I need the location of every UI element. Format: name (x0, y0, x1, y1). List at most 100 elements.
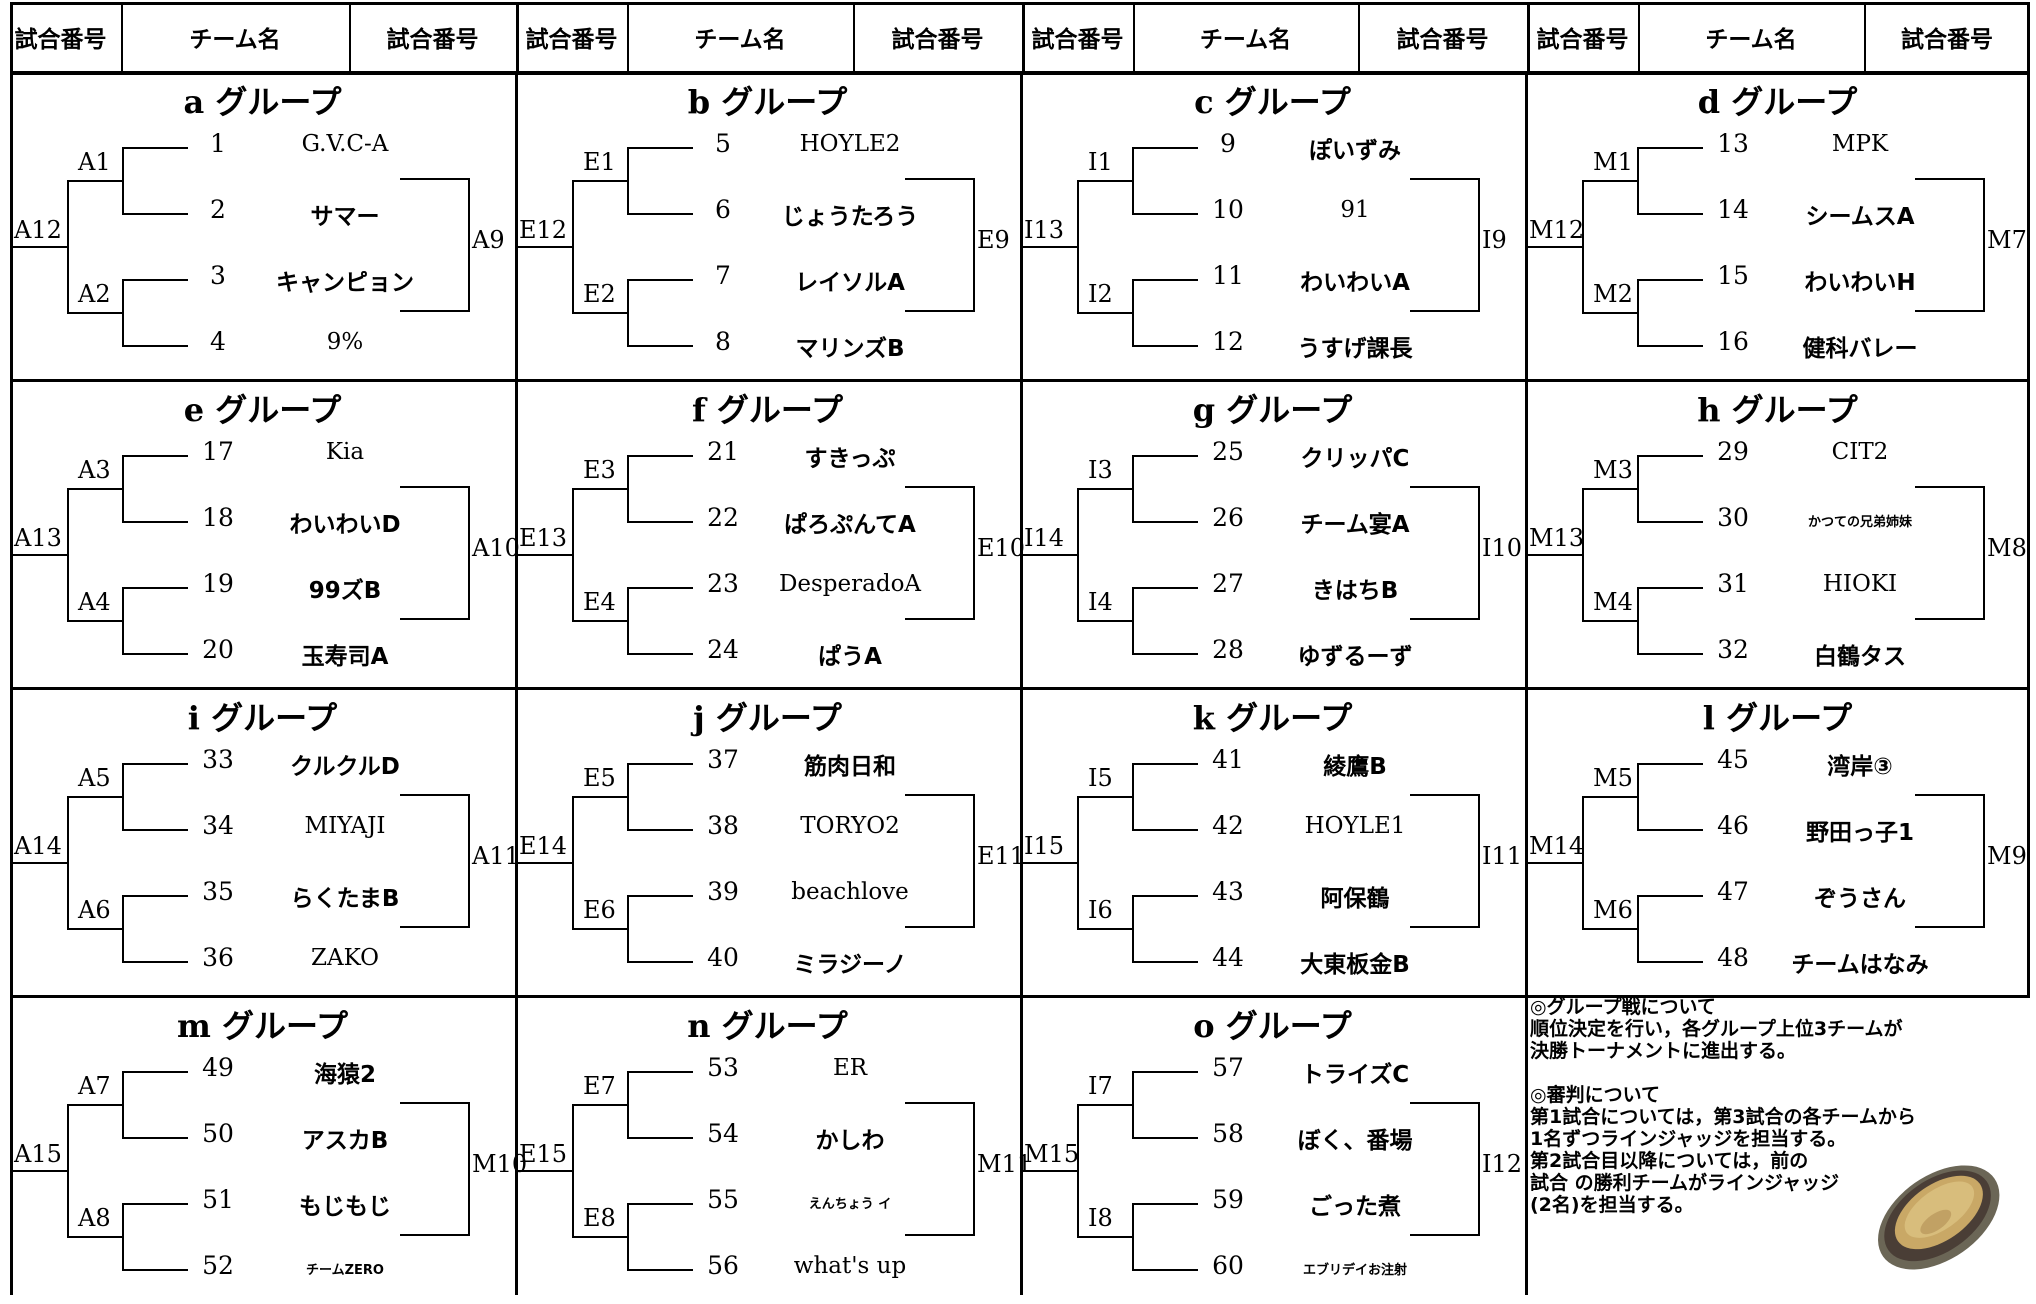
group-block: n グループE7E8E15M1153ER54かしわ55えんちょう イ56what… (515, 997, 1020, 1304)
team-name: チームはなみ (1755, 945, 1965, 979)
notes-line: 第1試合については，第3試合の各チームから (1530, 1106, 2030, 1128)
bracket-line (1132, 345, 1198, 347)
header-cell: 試合番号 (1527, 4, 1638, 70)
team-seed: 6 (693, 195, 753, 224)
match-number: A10 (472, 534, 520, 562)
bracket-line (1582, 796, 1639, 798)
team-name: クリッパC (1250, 439, 1460, 473)
group-title: e グループ (10, 385, 515, 431)
match-number: A3 (78, 456, 111, 484)
group-title: h グループ (1525, 385, 2030, 431)
bracket-line (1077, 1104, 1134, 1106)
group-block: k グループI5I6I15I1141綾鷹B42HOYLE143阿保鶴44大東板金… (1020, 689, 1525, 996)
match-number: I12 (1482, 1150, 1522, 1178)
bracket-line (1132, 455, 1198, 457)
match-number: A1 (78, 148, 111, 176)
team-seed: 43 (1198, 877, 1258, 906)
team-name: わいわいD (240, 505, 450, 539)
match-number: I13 (1024, 216, 1064, 244)
match-number: M13 (1529, 524, 1584, 552)
bracket-line (122, 521, 188, 523)
bracket-line (122, 763, 188, 765)
group-block: f グループE3E4E13E1021すきっぷ22ぱろぷんてA23Desperad… (515, 381, 1020, 688)
team-name: ぱろぷんてA (745, 505, 955, 539)
group-block: h グループM3M4M13M829CIT230かつての兄弟姉妹31HIOKI32… (1525, 381, 2030, 688)
bracket-line (1478, 178, 1480, 312)
bracket-line (67, 1104, 124, 1106)
group-block: a グループA1A2A12A91G.V.C-A2サマー3キャンピョン49% (10, 73, 515, 380)
team-seed: 37 (693, 745, 753, 774)
group-block: j グループE5E6E14E1137筋肉日和38TORYO239beachlov… (515, 689, 1020, 996)
team-name: マリンズB (745, 329, 955, 363)
team-seed: 41 (1198, 745, 1258, 774)
bracket-line (1077, 928, 1134, 930)
header-cell: 試合番号 (516, 4, 627, 70)
team-seed: 21 (693, 437, 753, 466)
header-divider (349, 2, 351, 73)
header-divider (627, 2, 629, 73)
match-number: I4 (1088, 588, 1113, 616)
bracket-line (122, 587, 188, 589)
bracket-line (627, 895, 693, 897)
header-divider (1527, 2, 1530, 73)
bracket-line (973, 1102, 975, 1236)
team-seed: 16 (1703, 327, 1763, 356)
bracket-line (1410, 794, 1480, 796)
bracket-line (627, 521, 693, 523)
team-seed: 5 (693, 129, 753, 158)
bracket-line (1132, 1137, 1198, 1139)
team-seed: 20 (188, 635, 248, 664)
match-number: M4 (1593, 588, 1633, 616)
team-seed: 15 (1703, 261, 1763, 290)
team-name: 玉寿司A (240, 637, 450, 671)
team-name: 91 (1250, 197, 1460, 223)
header-cell: 試合番号 (1022, 4, 1133, 70)
team-seed: 2 (188, 195, 248, 224)
bracket-line (1020, 554, 1079, 556)
bracket-line (905, 1234, 975, 1236)
match-number: E15 (519, 1140, 567, 1168)
match-number: M7 (1987, 226, 2027, 254)
match-number: E8 (583, 1204, 616, 1232)
header-cell: チーム名 (1133, 4, 1358, 70)
bracket-line (905, 618, 975, 620)
bracket-line (1582, 488, 1639, 490)
team-name: エブリデイお注射 (1250, 1259, 1460, 1278)
bracket-line (122, 1071, 188, 1073)
team-name: HIOKI (1755, 571, 1965, 597)
bracket-line (10, 862, 69, 864)
header-divider (853, 2, 855, 73)
team-seed: 58 (1198, 1119, 1258, 1148)
bracket-line (1077, 312, 1134, 314)
bracket-line (1077, 1236, 1134, 1238)
bracket-line (122, 829, 188, 831)
bracket-line (627, 345, 693, 347)
team-seed: 7 (693, 261, 753, 290)
bracket-line (572, 180, 629, 182)
team-name: ZAKO (240, 945, 450, 971)
match-number: M3 (1593, 456, 1633, 484)
bracket-line (468, 1102, 470, 1236)
bracket-line (67, 1236, 124, 1238)
team-name: 綾鷹B (1250, 747, 1460, 781)
team-name: わいわいH (1755, 263, 1965, 297)
team-name: 白鶴タス (1755, 637, 1965, 671)
match-number: I5 (1088, 764, 1113, 792)
team-name: ぞうさん (1755, 879, 1965, 913)
bracket-line (1132, 763, 1198, 765)
match-number: A6 (78, 896, 111, 924)
team-seed: 32 (1703, 635, 1763, 664)
header-divider (1864, 2, 1866, 73)
team-seed: 19 (188, 569, 248, 598)
notes-line: 1名ずつラインジャッジを担当する。 (1530, 1128, 2030, 1150)
bracket-line (1915, 794, 1985, 796)
team-seed: 24 (693, 635, 753, 664)
team-seed: 23 (693, 569, 753, 598)
bracket-line (67, 488, 124, 490)
match-number: E11 (977, 842, 1025, 870)
bracket-line (1637, 147, 1703, 149)
team-seed: 56 (693, 1251, 753, 1280)
match-number: M2 (1593, 280, 1633, 308)
team-seed: 52 (188, 1251, 248, 1280)
